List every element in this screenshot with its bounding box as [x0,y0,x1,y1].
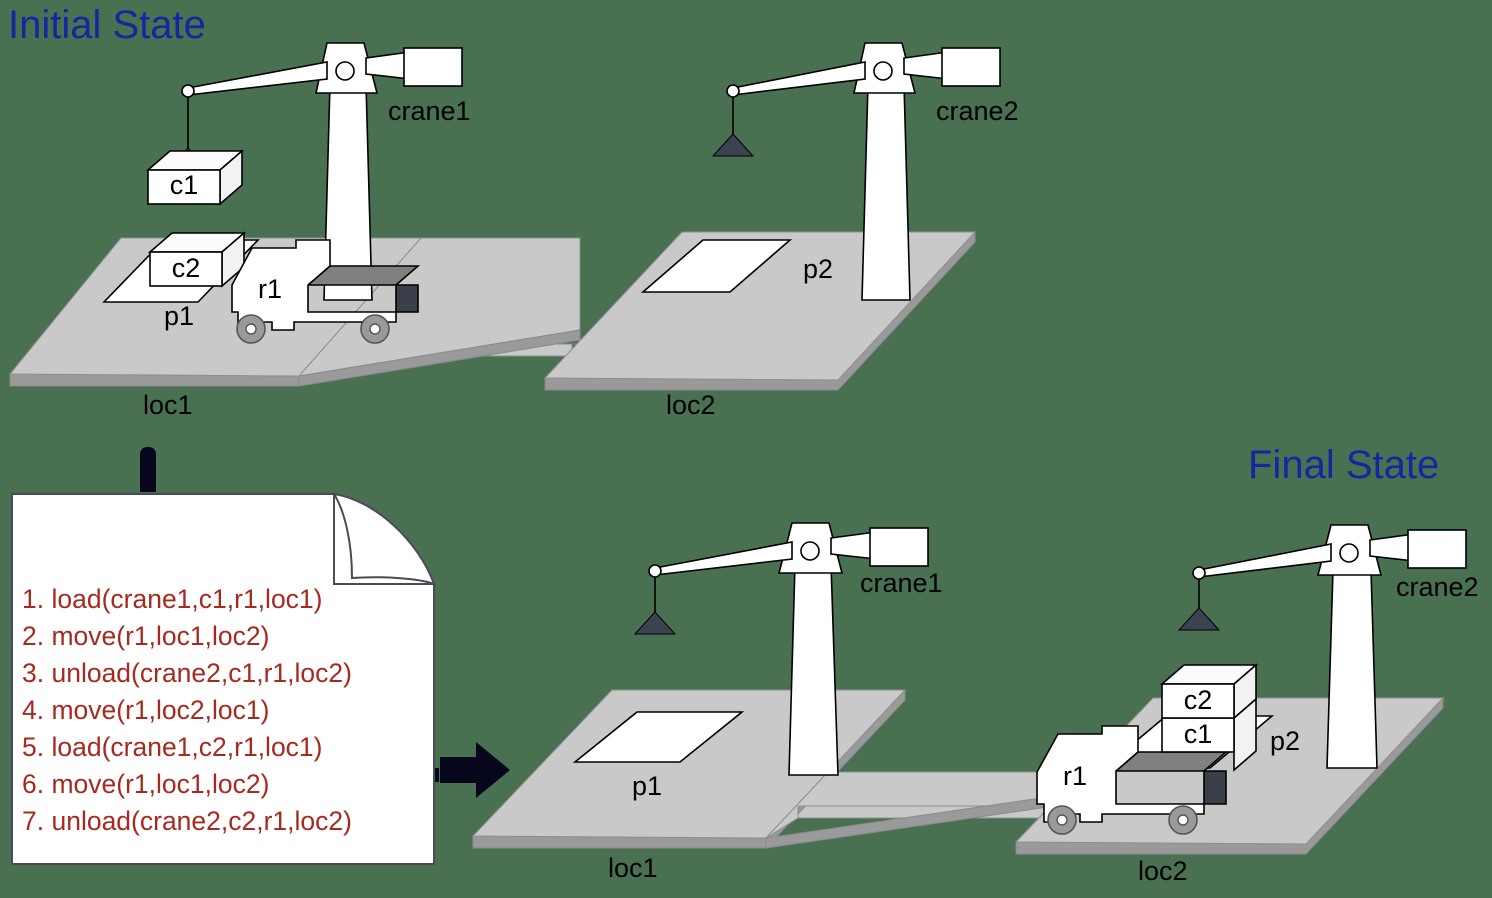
crane2-counterweight [941,47,1001,87]
final-state-scene: crane1 p1 loc1 crane2 p2 [471,522,1479,886]
crane2-final: crane2 [1177,524,1479,769]
location-loc1-final-label: loc1 [608,853,658,883]
crane2-mast [861,83,911,301]
pallet-p2-final-label: p2 [1270,726,1300,756]
r1-wheel-front-hub [245,323,257,335]
crane2-final-pulley-icon [1339,543,1359,563]
crane2-initial [711,42,1001,301]
r1-bed-side [395,284,419,313]
crane1-sheave-icon [181,84,195,98]
initial-state-scene: c1 p1 c2 r1 loc1 [8,42,1019,420]
plan-step-6: 6. move(r1,loc1,loc2) [22,769,269,799]
document-page [11,493,435,865]
platform-loc1-final [471,688,1056,849]
container-c2-final-label: c2 [1184,685,1213,715]
plan-document[interactable]: 1. load(crane1,c1,r1,loc1) 2. move(r1,lo… [11,447,439,865]
pallet-p1-label: p1 [164,301,194,331]
crane2-final-counterweight [1407,529,1467,569]
crane2-label: crane2 [936,96,1019,126]
crane2-hook-icon [711,133,755,157]
plan-step-7: 7. unload(crane2,c2,r1,loc2) [22,806,352,836]
robot-r1-initial: r1 [231,239,421,344]
crane2-final-jib-left [1198,543,1332,578]
container-c1-final-label: c1 [1184,719,1213,749]
robot-r1-final-label: r1 [1063,761,1087,791]
location-loc1-label: loc1 [143,390,193,420]
plan-step-2: 2. move(r1,loc1,loc2) [22,621,269,651]
crane1-label: crane1 [388,96,471,126]
crane1-final-pulley-icon [800,541,820,561]
r1-final-bed-side [1203,770,1227,805]
container-c1-final: c1 [1161,697,1257,772]
document-fold-curl [332,492,436,586]
container-c1-label: c1 [170,170,199,200]
plan-step-5: 5. load(crane1,c2,r1,loc1) [22,732,323,762]
plan-step-4: 4. move(r1,loc2,loc1) [22,695,269,725]
container-c1-initial: c1 [145,149,245,206]
pallet-p2-initial: p2 [640,239,833,293]
crane1-final-jib-left [654,541,793,576]
r1-wheel-rear-hub [369,323,381,335]
crane1-pulley-icon [335,61,355,81]
document-clip-icon [140,447,156,492]
crane1-final-counterweight [869,527,929,567]
crane1-counterweight [403,47,463,87]
container-c2-initial: c2 [147,231,247,288]
plan-step-1: 1. load(crane1,c1,r1,loc1) [22,584,323,614]
crane1-jib-left [187,61,328,96]
crane1-final-hook-icon [633,611,677,635]
location-loc2-final-label: loc2 [1138,856,1188,886]
r1-final-wheel-rear-hub [1177,814,1189,826]
robot-r1-label: r1 [258,274,282,304]
right-arrow-icon [440,742,510,798]
location-loc2-label: loc2 [666,390,716,420]
initial-state-title: Initial State [8,3,206,47]
crane1-final-sheave-icon [648,564,662,578]
crane2-jib-left [732,61,866,96]
plan-step-3: 3. unload(crane2,c1,r1,loc2) [22,658,352,688]
crane1-final-mast [788,563,839,776]
crane1-final-label: crane1 [860,568,943,598]
crane2-sheave-icon [726,84,740,98]
crane2-final-hook-icon [1177,607,1221,631]
pallet-p1-final: p1 [572,711,745,801]
pallet-p2-label: p2 [803,254,833,284]
crane1-final: crane1 [633,522,943,776]
pallet-p1-final-label: p1 [632,771,662,801]
crane2-final-sheave-icon [1192,566,1206,580]
robot-r1-final: r1 c1 c2 [1036,663,1259,835]
container-c2-final: c2 [1159,663,1259,720]
crane2-final-label: crane2 [1396,572,1479,602]
container-c2-label: c2 [172,253,201,283]
crane2-pulley-icon [873,61,893,81]
final-state-title: Final State [1248,443,1439,487]
r1-final-wheel-front-hub [1056,814,1068,826]
